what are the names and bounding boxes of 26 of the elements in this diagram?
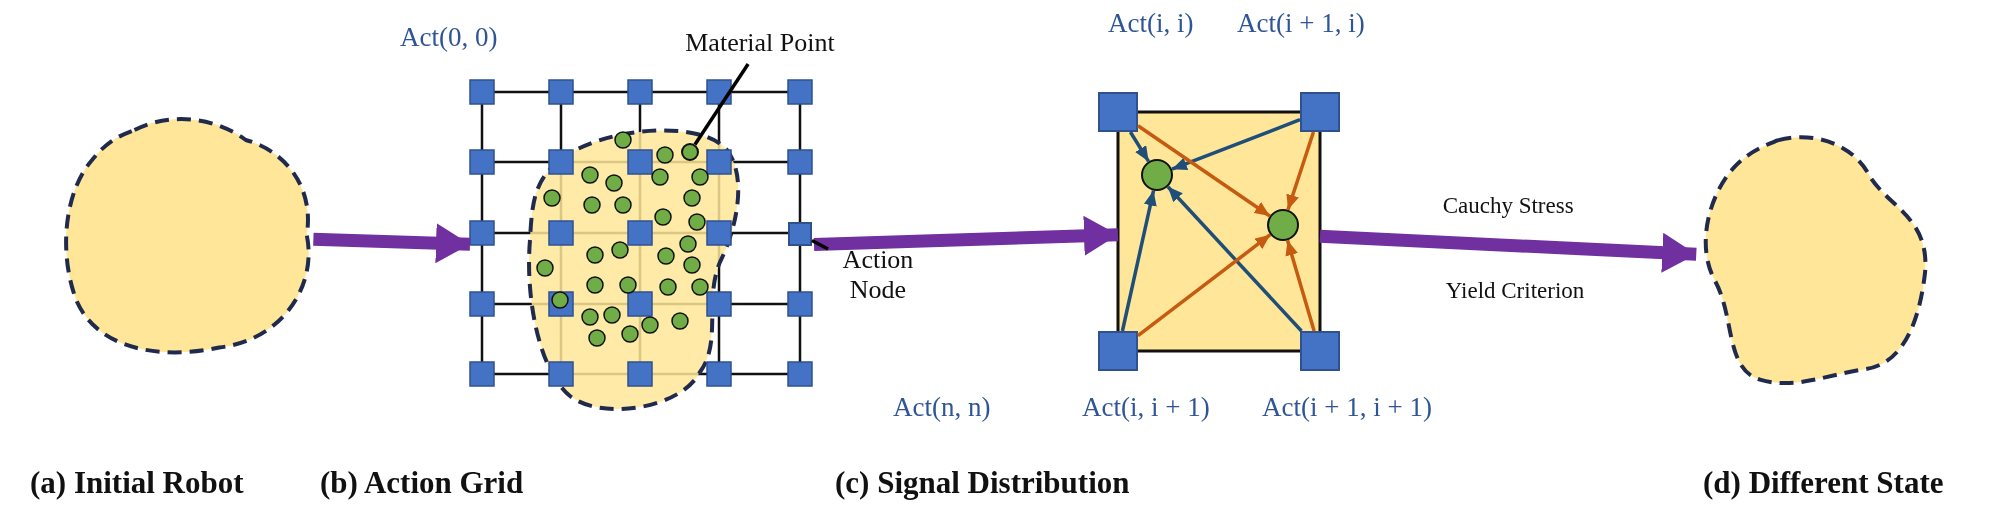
arrow [1285,239,1316,332]
panel-caption: (c) Signal Distribution [835,465,1130,501]
annotation-text: Yield Criterion [1445,278,1585,304]
arrow [1137,124,1271,218]
callout-text: Action Node [828,245,928,307]
node-label: Act(0, 0) [400,22,498,53]
leader-line [693,63,750,146]
arrow [1136,233,1272,338]
node-label: Act(i, i + 1) [1082,392,1210,423]
arrow [813,215,1119,256]
panel-caption: (d) Different State [1703,465,1944,501]
node-label: Act(i + 1, i) [1237,8,1365,39]
node-label: Act(i, i) [1108,8,1194,39]
node-label: Act(i + 1, i + 1) [1262,392,1432,423]
arrow [1286,131,1316,211]
arrow [313,223,471,264]
arrow [1120,190,1157,332]
arrow [1319,229,1697,273]
panel-caption: (a) Initial Robot [30,465,244,501]
callout-text: Material Point [655,28,865,64]
arrow [1166,185,1303,333]
arrow [1171,118,1301,171]
node-label: Act(n, n) [893,392,991,423]
panel-caption: (b) Action Grid [320,465,524,501]
leader-line [811,238,829,251]
arrow [1128,131,1151,163]
